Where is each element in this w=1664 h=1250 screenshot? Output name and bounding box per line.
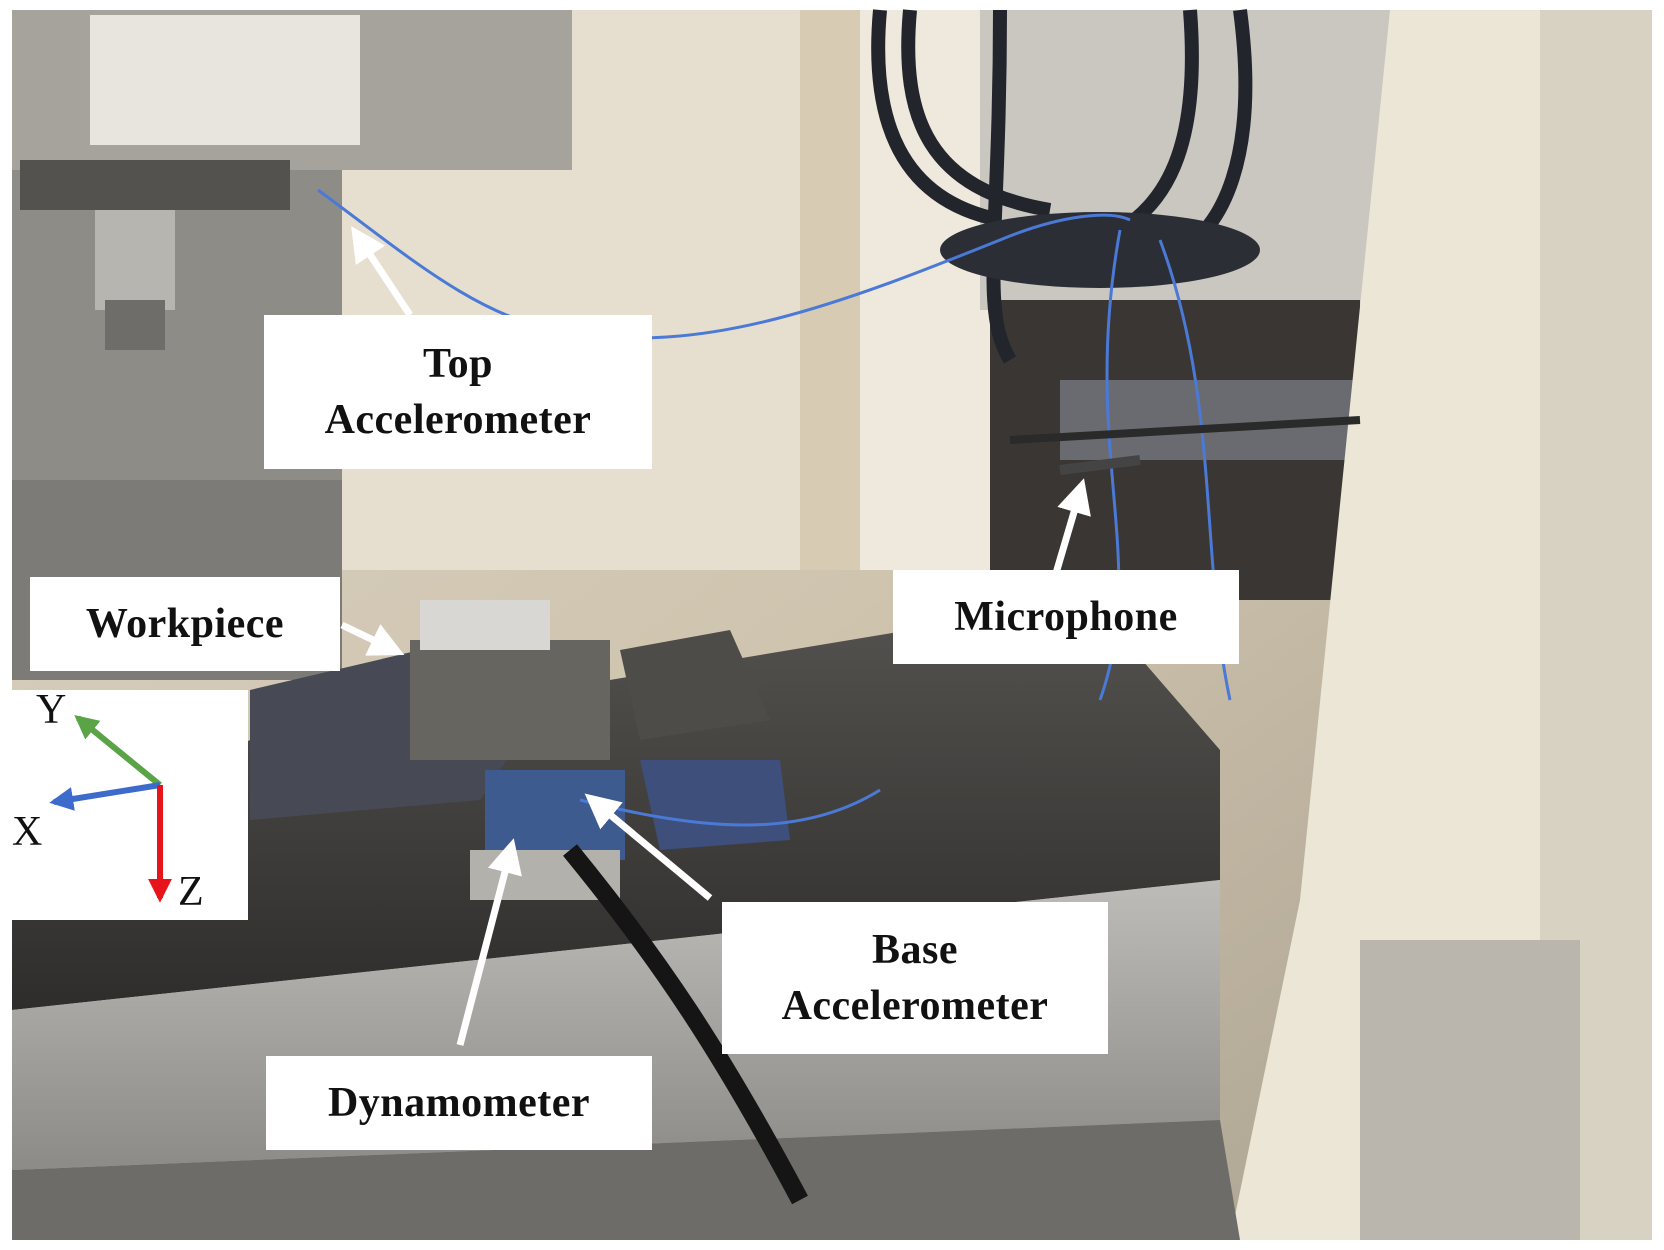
label-dynamometer-text: Dynamometer bbox=[327, 1080, 591, 1126]
arrow-workpiece bbox=[340, 621, 405, 656]
y-axis-label: Y bbox=[36, 687, 67, 733]
arrow-top-accelerometer bbox=[351, 226, 413, 317]
dynamometer-body bbox=[485, 770, 625, 860]
label-microphone: Microphone bbox=[893, 570, 1239, 664]
label-base-accelerometer: Base Accelerometer bbox=[722, 902, 1108, 1054]
label-workpiece: Workpiece bbox=[30, 577, 340, 671]
y-axis-arrow bbox=[74, 714, 162, 788]
label-base-accelerometer-line1: Base bbox=[872, 927, 958, 973]
label-top-accelerometer-line2: Accelerometer bbox=[324, 397, 592, 443]
label-dynamometer: Dynamometer bbox=[266, 1056, 652, 1150]
label-base-accelerometer-line2: Accelerometer bbox=[781, 983, 1049, 1029]
z-axis-label: Z bbox=[178, 869, 204, 915]
dynamometer-cable bbox=[563, 844, 808, 1205]
workpiece-block bbox=[410, 640, 610, 760]
x-axis-label: X bbox=[12, 809, 43, 855]
label-microphone-text: Microphone bbox=[954, 594, 1178, 640]
axes-inset: Y X Z bbox=[0, 687, 248, 920]
label-top-accelerometer-line1: Top bbox=[422, 341, 494, 387]
machine-column bbox=[1230, 10, 1560, 1240]
axes-diagram bbox=[49, 714, 172, 903]
label-workpiece-text: Workpiece bbox=[85, 601, 285, 647]
arrow-dynamometer bbox=[456, 838, 522, 1046]
arrow-microphone bbox=[1050, 478, 1091, 581]
pointer-arrows bbox=[340, 226, 1091, 1046]
microphone-device bbox=[1009, 416, 1361, 475]
x-axis-arrow bbox=[49, 782, 161, 811]
label-top-accelerometer: Top Accelerometer bbox=[264, 315, 652, 469]
arrow-base-accelerometer bbox=[584, 793, 713, 901]
